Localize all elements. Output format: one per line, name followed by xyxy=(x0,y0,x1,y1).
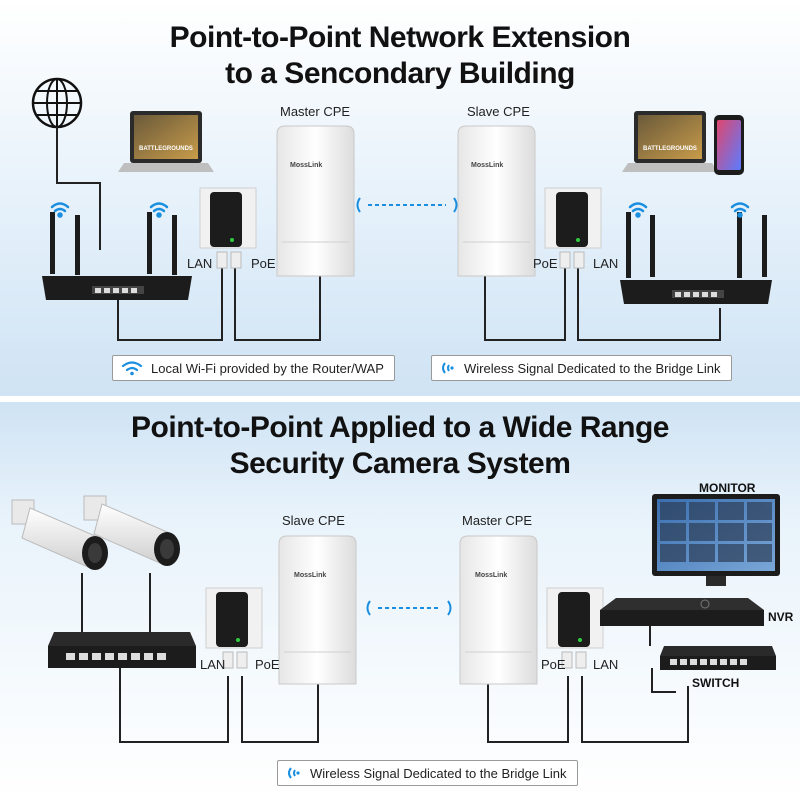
network-switch-right xyxy=(660,646,776,670)
nvr-recorder xyxy=(600,598,764,626)
poe-injector-bottom-right xyxy=(546,587,604,669)
smartphone-icon xyxy=(714,115,744,175)
bridge-signal-bottom xyxy=(366,600,452,616)
cpe-brand-logo: MossLink xyxy=(475,572,508,579)
bottom-title-line1: Point-to-Point Applied to a Wide Range xyxy=(131,411,669,444)
top-panel xyxy=(0,0,800,396)
router-right xyxy=(620,212,772,304)
poe-injector-bottom-left xyxy=(205,587,263,669)
poe-label-bottom-left: PoE xyxy=(255,657,280,672)
wifi-icon xyxy=(628,202,648,218)
cpe-brand-logo: MossLink xyxy=(471,162,504,169)
switch-label: SWITCH xyxy=(692,676,740,690)
cpe-device-master-top xyxy=(276,125,355,277)
poe-label-bottom-right: PoE xyxy=(541,657,566,672)
cpe-brand-logo: MossLink xyxy=(294,572,327,579)
laptop-icon-right: BATTLEGROUNDS xyxy=(622,111,718,172)
panel-separator xyxy=(0,396,800,402)
legend-local-wifi-text: Local Wi-Fi provided by the Router/WAP xyxy=(151,360,384,376)
master-cpe-label: Master CPE xyxy=(280,104,351,119)
legend-bridge-top: Wireless Signal Dedicated to the Bridge … xyxy=(431,355,732,381)
svg-text:BATTLEGROUNDS: BATTLEGROUNDS xyxy=(643,146,697,152)
master-cpe-label-bottom: Master CPE xyxy=(462,513,533,528)
legend-bridge-bottom: Wireless Signal Dedicated to the Bridge … xyxy=(277,760,578,786)
cables-bottom xyxy=(81,573,689,743)
lan-label-bottom-left: LAN xyxy=(200,657,226,672)
cpe-device-slave-top xyxy=(457,125,536,277)
bridge-signal-top xyxy=(356,197,458,213)
monitor-icon xyxy=(652,494,780,586)
poe-label-top-left: PoE xyxy=(251,256,276,271)
poe-injector-right xyxy=(544,187,602,269)
security-camera-left xyxy=(11,499,108,570)
cables-top xyxy=(56,127,721,341)
laptop-icon-left: BATTLEGROUNDS xyxy=(118,111,214,172)
wifi-icon xyxy=(121,361,143,376)
wifi-icon xyxy=(50,202,70,218)
monitor-label: MONITOR xyxy=(699,481,756,495)
bridge-signal-icon xyxy=(288,767,300,779)
poe-injector-left xyxy=(199,187,257,269)
router-left xyxy=(42,212,192,300)
legend-local-wifi: Local Wi-Fi provided by the Router/WAP xyxy=(112,355,395,381)
bottom-title-line2: Security Camera System xyxy=(229,447,571,480)
wifi-icon xyxy=(149,202,169,218)
wifi-icon xyxy=(730,202,750,218)
poe-switch-left xyxy=(48,632,196,668)
legend-bridge-bottom-text: Wireless Signal Dedicated to the Bridge … xyxy=(310,765,567,781)
lan-label-top-right: LAN xyxy=(593,256,619,271)
top-title-line1: Point-to-Point Network Extension xyxy=(169,21,631,54)
bridge-signal-icon xyxy=(442,362,454,374)
cpe-device-master-bottom xyxy=(459,535,538,685)
lan-label-top-left: LAN xyxy=(187,256,213,271)
poe-label-top-right: PoE xyxy=(533,256,558,271)
security-camera-right xyxy=(83,495,180,566)
svg-text:BATTLEGROUNDS: BATTLEGROUNDS xyxy=(139,146,193,152)
slave-cpe-label-bottom: Slave CPE xyxy=(282,513,345,528)
top-title-line2: to a Sencondary Building xyxy=(225,57,575,90)
nvr-label: NVR xyxy=(768,610,794,624)
lan-label-bottom-right: LAN xyxy=(593,657,619,672)
legend-bridge-top-text: Wireless Signal Dedicated to the Bridge … xyxy=(464,360,721,376)
cpe-device-slave-bottom xyxy=(278,535,357,685)
slave-cpe-label: Slave CPE xyxy=(467,104,530,119)
cpe-brand-logo: MossLink xyxy=(290,162,323,169)
